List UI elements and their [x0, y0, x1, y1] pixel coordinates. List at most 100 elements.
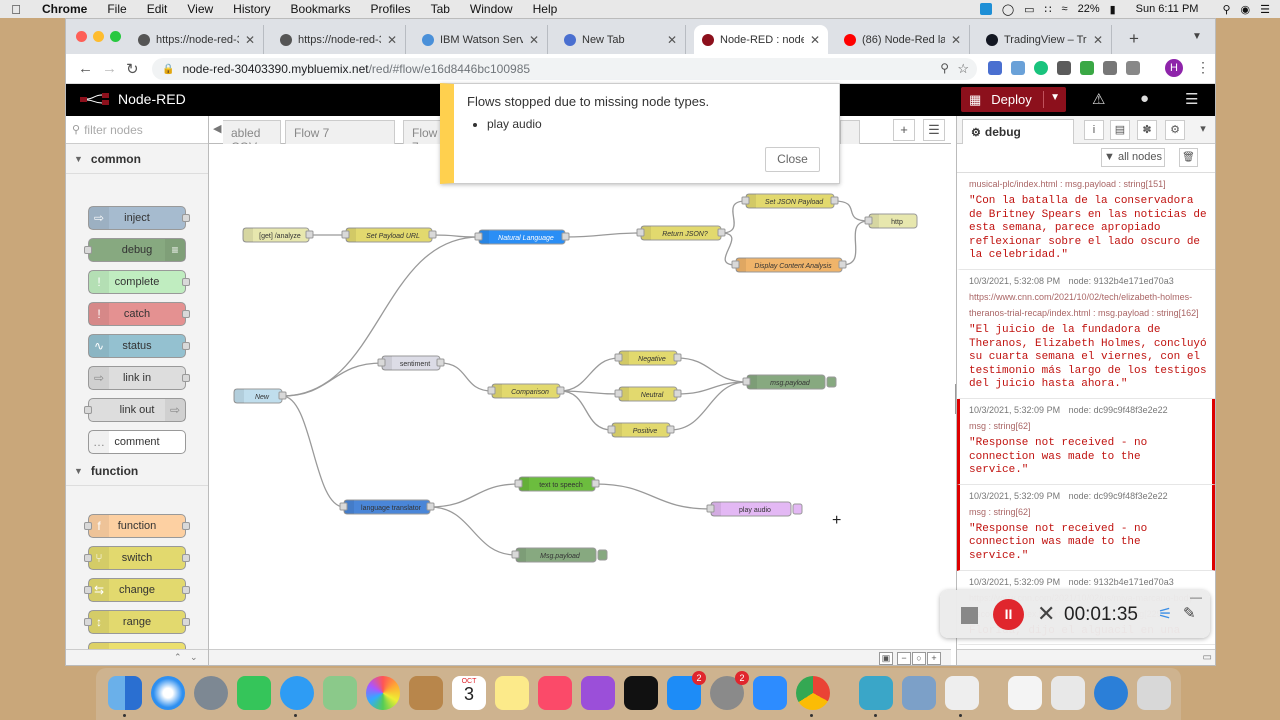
flow-node-input-port[interactable] — [474, 232, 483, 241]
flow-node-input-port[interactable] — [614, 389, 623, 398]
podcasts-icon[interactable] — [581, 676, 615, 710]
network-globe-icon[interactable] — [1094, 676, 1128, 710]
back-icon[interactable]: ← — [78, 60, 93, 77]
browser-tab[interactable]: https://node-red-30✕ — [272, 25, 406, 54]
flow-wire[interactable] — [281, 395, 345, 508]
menu-profiles[interactable]: Profiles — [370, 2, 411, 16]
flow-node-comparison[interactable]: Comparison — [487, 383, 565, 399]
menu-tab[interactable]: Tab — [430, 2, 450, 16]
extension-icon[interactable] — [1034, 61, 1048, 75]
deploy-button[interactable]: ▦ Deploy ▼ — [961, 87, 1066, 112]
flow-node-translator[interactable]: language translator — [339, 499, 435, 515]
flow-node-input-port[interactable] — [864, 216, 873, 225]
flow-node-output-port[interactable] — [278, 391, 287, 400]
debug-message[interactable]: 10/3/2021, 5:32:09 PM node: dc99c9f48f3e… — [957, 484, 1215, 571]
wifi-icon[interactable]: ≈ — [1061, 3, 1068, 15]
flow-node-output-port[interactable] — [673, 389, 682, 398]
flow-node-output-port[interactable] — [830, 196, 839, 205]
flow-node-input-port[interactable] — [636, 228, 645, 237]
flow-wire[interactable] — [564, 232, 642, 238]
zoom-out-icon[interactable]: − — [897, 652, 911, 665]
collapse-all-icon[interactable]: ⌃ — [174, 652, 182, 662]
downloads-stack-icon[interactable] — [1051, 676, 1085, 710]
menu-history[interactable]: History — [233, 2, 271, 16]
flow-wire[interactable] — [594, 483, 712, 510]
flow-node-display[interactable]: Display Content Analysis — [731, 257, 847, 273]
lock-icon[interactable]: 🔒 — [162, 63, 175, 75]
palette-node-change[interactable]: ⇆change — [84, 578, 190, 602]
extension-icon[interactable] — [1080, 61, 1094, 75]
tab-search-icon[interactable]: ▼ — [1192, 31, 1202, 42]
scroll-tabs-left-icon[interactable]: ◀ — [213, 123, 222, 135]
battery-icon[interactable]: ▮ — [1109, 3, 1116, 16]
chevron-down-icon[interactable]: ▾ — [1200, 123, 1206, 135]
flow-node-msgpayload[interactable]: msg.payload — [742, 374, 837, 390]
flow-node-output-port[interactable] — [666, 425, 675, 434]
debug-message[interactable]: musical-plc/index.html : msg.payload : s… — [957, 173, 1215, 270]
flow-node-positive[interactable]: Positive — [607, 422, 675, 438]
flow-node-output-port[interactable] — [838, 260, 847, 269]
debug-toggle-button[interactable] — [826, 376, 837, 388]
flow-node-returnjson[interactable]: Return JSON? — [636, 225, 726, 241]
maps-icon[interactable] — [323, 676, 357, 710]
siri-icon[interactable]: ◉ — [1240, 3, 1251, 16]
flow-node-new[interactable]: New — [233, 388, 287, 404]
browser-tab[interactable]: https://node-red-30✕ — [130, 25, 264, 54]
flow-node-input-port[interactable] — [514, 479, 523, 488]
extension-icon[interactable] — [988, 61, 1002, 75]
flow-wire[interactable] — [833, 200, 870, 222]
palette-node-catch[interactable]: !catch — [88, 302, 190, 326]
zoom-window-icon[interactable] — [110, 31, 121, 42]
control-center-icon[interactable]: ☰ — [1260, 3, 1270, 16]
flow-wire[interactable] — [720, 232, 737, 266]
minimize-icon[interactable]: — — [1190, 590, 1202, 604]
debug-node-id[interactable]: node: dc99c9f48f3e2e22 — [1068, 490, 1168, 501]
palette-category-common[interactable]: ▼ common — [66, 144, 208, 174]
workspace-tab[interactable] — [840, 120, 860, 144]
user-icon[interactable]: ● — [1140, 90, 1150, 107]
flow-node-input-port[interactable] — [614, 353, 623, 362]
close-tab-icon[interactable]: ✕ — [809, 32, 820, 47]
extension-icon[interactable] — [1011, 61, 1025, 75]
flow-node-nlu[interactable]: Natural Language — [474, 229, 570, 245]
screen-recorder-app-icon[interactable] — [859, 676, 893, 710]
flow-node-output-port[interactable] — [436, 358, 445, 367]
palette-node-complete[interactable]: !complete — [88, 270, 190, 294]
flow-node-output-port[interactable] — [561, 232, 570, 241]
flow-node-input-port[interactable] — [706, 504, 715, 513]
debug-payload[interactable]: "Response not received - no connection w… — [969, 436, 1154, 477]
media-icon[interactable] — [1126, 61, 1140, 75]
flow-node-output-port[interactable] — [556, 386, 565, 395]
flow-wire[interactable] — [559, 357, 620, 392]
config-gear-icon[interactable]: ⚙ — [1165, 120, 1185, 140]
flow-node-input-port[interactable] — [741, 196, 750, 205]
flow-wire[interactable] — [676, 381, 748, 395]
flow-wire[interactable] — [669, 381, 748, 431]
menu-help[interactable]: Help — [532, 2, 558, 16]
photos-icon[interactable] — [366, 676, 400, 710]
tab-debug[interactable]: ⚙debug — [962, 119, 1074, 144]
url-field[interactable]: 🔒 node-red-30403390.mybluemix.net /red/#… — [152, 58, 977, 80]
microphone-icon[interactable]: ⚟ — [1158, 606, 1173, 623]
map-icon[interactable]: ▣ — [879, 652, 893, 665]
chrome-menu-icon[interactable]: ⋮ — [1196, 59, 1210, 75]
palette-node-link-out[interactable]: ⇨link out — [84, 398, 186, 422]
extension-status-icon[interactable] — [979, 3, 992, 15]
flow-node-get[interactable]: [get] /analyze — [242, 227, 314, 243]
flow-node-sentiment[interactable]: sentiment — [377, 355, 445, 371]
new-tab-button[interactable]: + — [1129, 29, 1139, 48]
close-tab-icon[interactable]: ✕ — [950, 32, 961, 47]
menu-edit[interactable]: Edit — [146, 2, 168, 16]
flow-node-input-port[interactable] — [341, 230, 350, 239]
notes-icon[interactable] — [495, 676, 529, 710]
add-flow-button[interactable]: + — [893, 119, 915, 141]
popout-icon[interactable]: ▭ — [1202, 652, 1212, 663]
flow-node-msgpayload2[interactable]: Msg.payload — [511, 547, 608, 563]
deploy-options-caret-icon[interactable]: ▼ — [1050, 92, 1060, 103]
close-window-icon[interactable] — [76, 31, 87, 42]
palette-filter-input[interactable]: ⚲ filter nodes — [66, 116, 208, 144]
close-tab-icon[interactable]: ✕ — [244, 32, 255, 47]
flow-node-input-port[interactable] — [377, 358, 386, 367]
menu-view[interactable]: View — [187, 2, 214, 16]
